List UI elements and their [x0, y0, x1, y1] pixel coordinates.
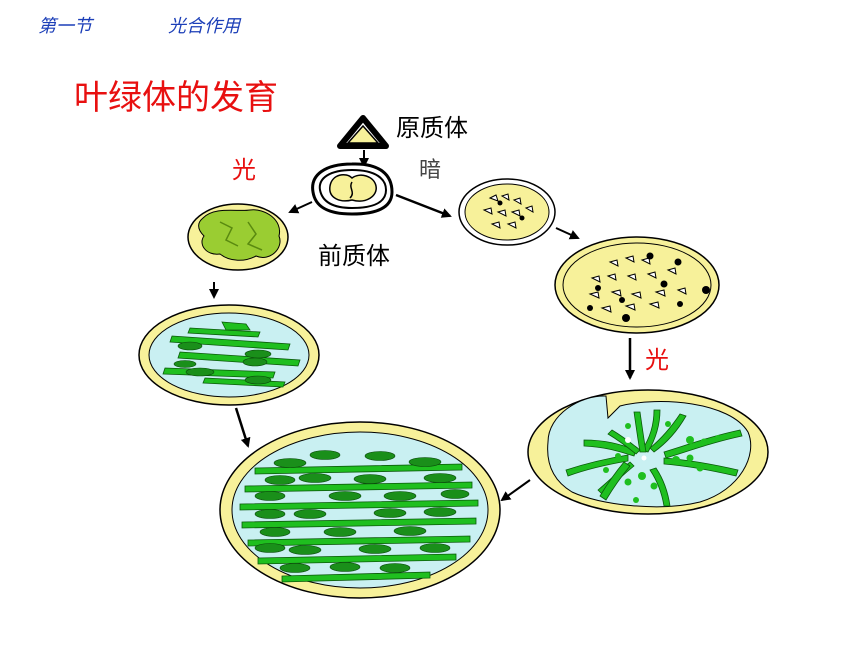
arrow-greening-to-mature [500, 479, 531, 502]
arrow-prechloroplast-to-etioplast [395, 193, 452, 218]
young-chloroplast-icon [187, 203, 289, 271]
header-chapter: 光合作用 [168, 16, 240, 37]
label-prechloroplast: 前质体 [318, 242, 390, 270]
arrow-etioplast-small-to-large [555, 227, 580, 240]
label-dark: 暗 [419, 158, 442, 183]
label-light-right: 光 [645, 346, 669, 374]
developing-chloroplast-icon [138, 304, 320, 406]
prechloroplast-icon [311, 162, 394, 216]
label-light-left: 光 [232, 156, 256, 184]
etioplast-large-icon [554, 236, 720, 334]
header-section: 第一节 [38, 16, 92, 37]
arrow-prechloroplast-to-young-chloroplast [288, 201, 313, 214]
greening-chloroplast-icon [527, 389, 769, 515]
arrow-developing-to-mature [234, 407, 251, 448]
label-proplastid: 原质体 [396, 114, 468, 142]
mature-chloroplast-icon [219, 421, 501, 599]
etioplast-small-icon [458, 178, 556, 246]
page-title: 叶绿体的发育 [74, 78, 278, 118]
proplastid-icon [337, 115, 389, 149]
